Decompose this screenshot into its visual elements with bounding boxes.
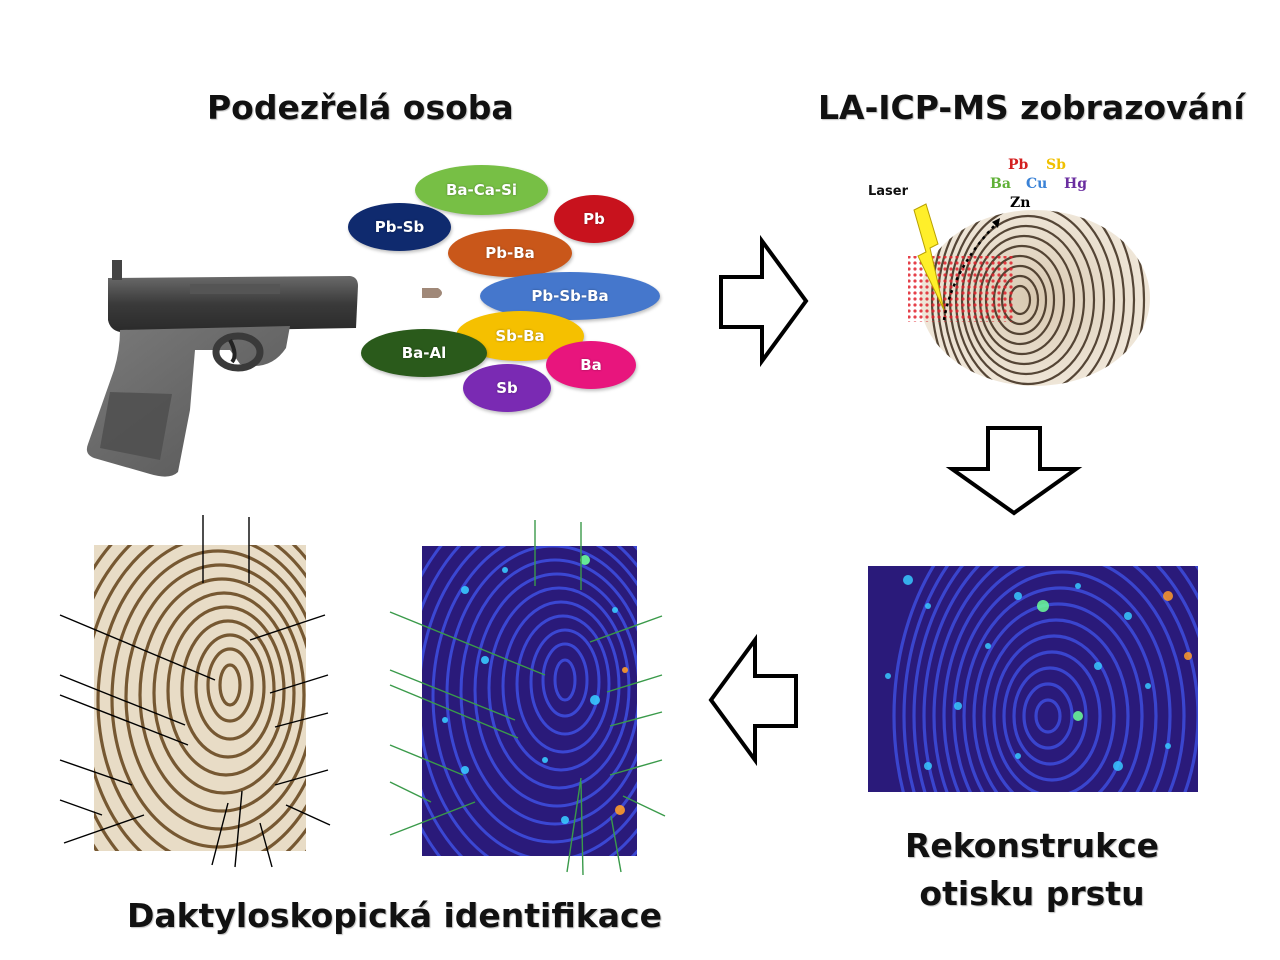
reconstruction-heading-line2: otisku prstu <box>919 874 1145 913</box>
suspect-heading: Podezřelá osoba <box>207 88 514 127</box>
bubble-ba-ca-si: Ba-Ca-Si <box>415 165 548 215</box>
fingerprint-map-image <box>389 520 666 876</box>
arrow-left-icon <box>708 633 798 767</box>
element-cu: Cu <box>1026 176 1048 192</box>
element-hg: Hg <box>1064 176 1088 192</box>
pistol-icon <box>86 260 358 477</box>
identification-heading: Daktyloskopická identifikace <box>127 896 662 935</box>
element-sb: Sb <box>1046 157 1066 173</box>
element-zn: Zn <box>1010 195 1031 211</box>
bubble-sb: Sb <box>463 364 551 412</box>
element-ba: Ba <box>990 176 1011 192</box>
fingerprint-photo-image <box>59 515 331 868</box>
reconstruction-heading-line1: Rekonstrukce <box>904 826 1160 865</box>
bubble-ba-al: Ba-Al <box>361 329 487 377</box>
laser-label: Laser <box>868 184 909 199</box>
fingerprint-scan-image <box>908 203 1150 386</box>
bubble-pb: Pb <box>554 195 634 243</box>
reconstructed-fingerprint-image <box>868 566 1198 792</box>
element-pb: Pb <box>1008 157 1029 173</box>
bullet-icon <box>422 288 442 298</box>
bubble-ba: Ba <box>546 341 636 389</box>
imaging-heading: LA-ICP-MS zobrazování <box>818 88 1245 127</box>
arrow-down-icon <box>945 426 1083 516</box>
bubble-pb-sb: Pb-Sb <box>348 203 451 251</box>
bubble-pb-ba: Pb-Ba <box>448 229 572 277</box>
arrow-right-icon <box>719 234 809 368</box>
